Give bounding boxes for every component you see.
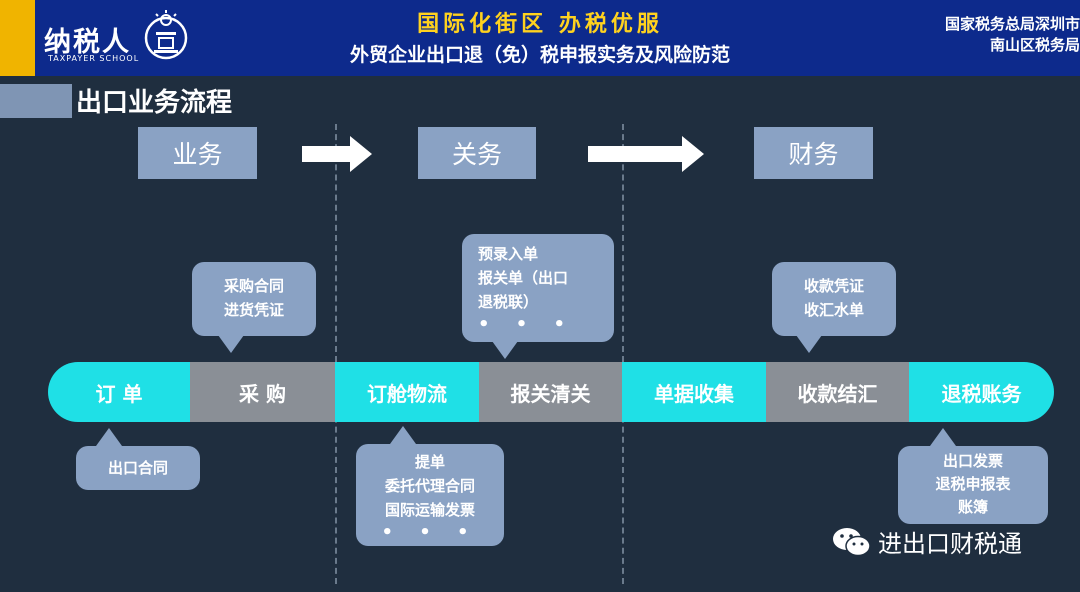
divider-1 bbox=[335, 124, 337, 584]
accent-strip bbox=[0, 0, 35, 76]
stage-finance: 财务 bbox=[754, 127, 873, 179]
bubble-tail bbox=[218, 335, 244, 353]
bubble-line: 国际运输发票 bbox=[384, 501, 475, 519]
process-flow-bar: 订 单 采 购 订舱物流 报关清关 单据收集 收款结汇 退税账务 bbox=[48, 362, 1054, 422]
bubble-customs-docs: 预录入单 报关单（出口 退税联） • • • bbox=[462, 234, 614, 342]
school-logo-icon bbox=[144, 10, 188, 60]
divider-2 bbox=[622, 124, 624, 584]
watermark-text: 进出口财税通 bbox=[878, 530, 1022, 558]
header-banner: 纳税人 TAXPAYER SCHOOL 国际化街区 办税优服 外贸企业出口退（免… bbox=[0, 0, 1080, 76]
bubble-tail bbox=[96, 428, 122, 446]
wechat-icon bbox=[833, 527, 871, 556]
bubble-line: 委托代理合同 bbox=[384, 477, 475, 495]
bubble-line: 账簿 bbox=[957, 498, 988, 516]
bubble-payment-docs: 收款凭证 收汇水单 bbox=[772, 262, 896, 336]
bubble-line: 出口发票 bbox=[942, 452, 1003, 470]
bubble-line: 提单 bbox=[414, 453, 445, 471]
bubble-tail bbox=[492, 341, 518, 359]
bubble-line: 收汇水单 bbox=[803, 301, 864, 319]
watermark: 进出口财税通 bbox=[832, 524, 1022, 559]
section-title: 出口业务流程 bbox=[76, 88, 233, 118]
step-booking-logistics: 订舱物流 bbox=[335, 362, 479, 422]
step-tax-refund-accounting: 退税账务 bbox=[909, 362, 1054, 422]
bubble-tail bbox=[930, 428, 956, 446]
bubble-order-docs: 出口合同 bbox=[76, 446, 200, 490]
bubble-tail bbox=[796, 335, 822, 353]
bubble-line: 退税申报表 bbox=[935, 475, 1011, 493]
step-purchase: 采 购 bbox=[190, 362, 335, 422]
ellipsis: • • • bbox=[478, 314, 576, 335]
ellipsis: • • • bbox=[381, 522, 479, 543]
subtitle: 外贸企业出口退（免）税申报实务及风险防范 bbox=[349, 44, 730, 66]
org-line-2: 南山区税务局 bbox=[989, 36, 1080, 54]
bubble-purchase-docs: 采购合同 进货凭证 bbox=[192, 262, 316, 336]
step-payment-settlement: 收款结汇 bbox=[766, 362, 909, 422]
step-order: 订 单 bbox=[48, 362, 190, 422]
stage-business: 业务 bbox=[138, 127, 257, 179]
title-marker bbox=[0, 84, 72, 118]
bubble-line: 进货凭证 bbox=[223, 301, 284, 319]
step-document-collection: 单据收集 bbox=[622, 362, 766, 422]
bubble-line: 预录入单 bbox=[478, 245, 539, 263]
org-line-1: 国家税务总局深圳市 bbox=[944, 15, 1080, 33]
bubble-tax-docs: 出口发票 退税申报表 账簿 bbox=[898, 446, 1048, 524]
logo-subtext: TAXPAYER SCHOOL bbox=[48, 54, 140, 63]
arrow-right-icon bbox=[588, 136, 704, 172]
bubble-shipping-docs: 提单 委托代理合同 国际运输发票 • • • bbox=[356, 444, 504, 546]
logo: 纳税人 TAXPAYER SCHOOL bbox=[44, 10, 194, 70]
bubble-line: 退税联） bbox=[478, 293, 539, 311]
stage-customs: 关务 bbox=[418, 127, 536, 179]
step-customs-clearance: 报关清关 bbox=[479, 362, 622, 422]
slogan: 国际化街区 办税优服 bbox=[417, 11, 663, 37]
arrow-right-icon bbox=[302, 136, 372, 172]
bubble-line: 报关单（出口 bbox=[478, 269, 569, 287]
bubble-line: 采购合同 bbox=[223, 277, 284, 295]
bubble-line: 出口合同 bbox=[107, 459, 168, 477]
bubble-tail bbox=[390, 426, 416, 444]
organization-name: 国家税务总局深圳市 南山区税务局 bbox=[905, 14, 1080, 64]
logo-text: 纳税人 bbox=[44, 27, 131, 58]
bubble-line: 收款凭证 bbox=[803, 277, 864, 295]
